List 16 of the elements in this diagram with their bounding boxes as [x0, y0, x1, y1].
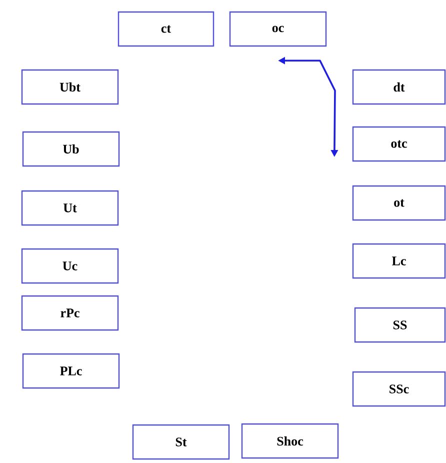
label-box: Ut [21, 190, 119, 226]
label-box: otc [352, 126, 446, 162]
label-box: dt [352, 69, 446, 105]
label-box: Shoc [241, 423, 339, 459]
label-box: St [132, 424, 230, 460]
label-box: SS [354, 307, 446, 343]
label-box: oc [229, 11, 327, 47]
label-box: ct [118, 11, 214, 47]
label-box: Uc [21, 248, 119, 284]
label-box: SSc [352, 371, 446, 407]
label-box: PLc [22, 353, 120, 389]
label-box: rPc [21, 295, 119, 331]
label-box: Ub [22, 131, 120, 167]
label-box: Ubt [21, 69, 119, 105]
label-box: Lc [352, 243, 446, 279]
label-box: ot [352, 185, 446, 221]
